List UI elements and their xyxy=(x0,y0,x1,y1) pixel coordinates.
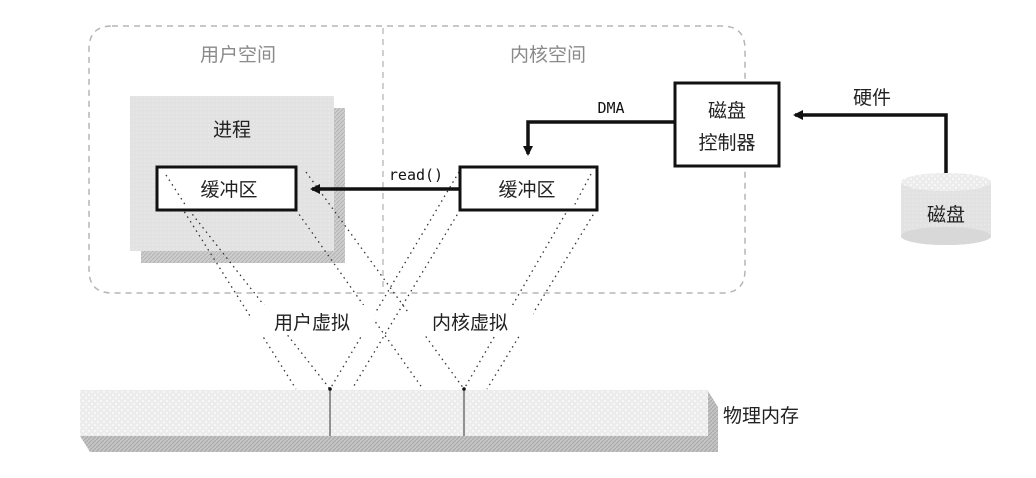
user-map-line xyxy=(305,171,465,390)
hardware-arrow-label: 硬件 xyxy=(853,87,891,109)
kernel-buffer-box xyxy=(458,165,599,212)
user-space-title: 用户空间 xyxy=(200,44,276,66)
disk-controller-label-line1: 磁盘 xyxy=(708,100,746,122)
kernel-buffer-label: 缓冲区 xyxy=(498,179,555,201)
read-arrow-label: read() xyxy=(389,166,443,184)
kernel-map-line xyxy=(486,209,597,390)
disk-controller-label-line2: 控制器 xyxy=(698,132,755,154)
user-map-line xyxy=(157,169,297,390)
kernel-map-line xyxy=(351,209,461,390)
user-map-line xyxy=(295,209,424,390)
physical-memory-label: 物理内存 xyxy=(723,405,799,427)
dma-arrow-label: DMA xyxy=(597,99,624,117)
process-box xyxy=(130,96,345,263)
hardware-arrow xyxy=(793,110,948,183)
dma-arrow xyxy=(523,120,675,156)
kernel-virtual-label: 内核虚拟 xyxy=(432,312,508,334)
kernel-map-line xyxy=(329,171,460,390)
process-label: 进程 xyxy=(213,119,251,141)
user-buffer-box xyxy=(155,165,298,212)
address-space-region xyxy=(88,25,746,294)
disk-label: 磁盘 xyxy=(927,204,965,226)
disk-controller-box xyxy=(673,81,781,168)
kernel-space-title: 内核空间 xyxy=(510,44,586,66)
user-buffer-label: 缓冲区 xyxy=(200,179,257,201)
physical-memory-bar xyxy=(80,387,718,452)
user-virtual-label: 用户虚拟 xyxy=(274,312,350,334)
disk-icon xyxy=(901,173,991,245)
virtual-mapping-lines xyxy=(157,169,597,390)
